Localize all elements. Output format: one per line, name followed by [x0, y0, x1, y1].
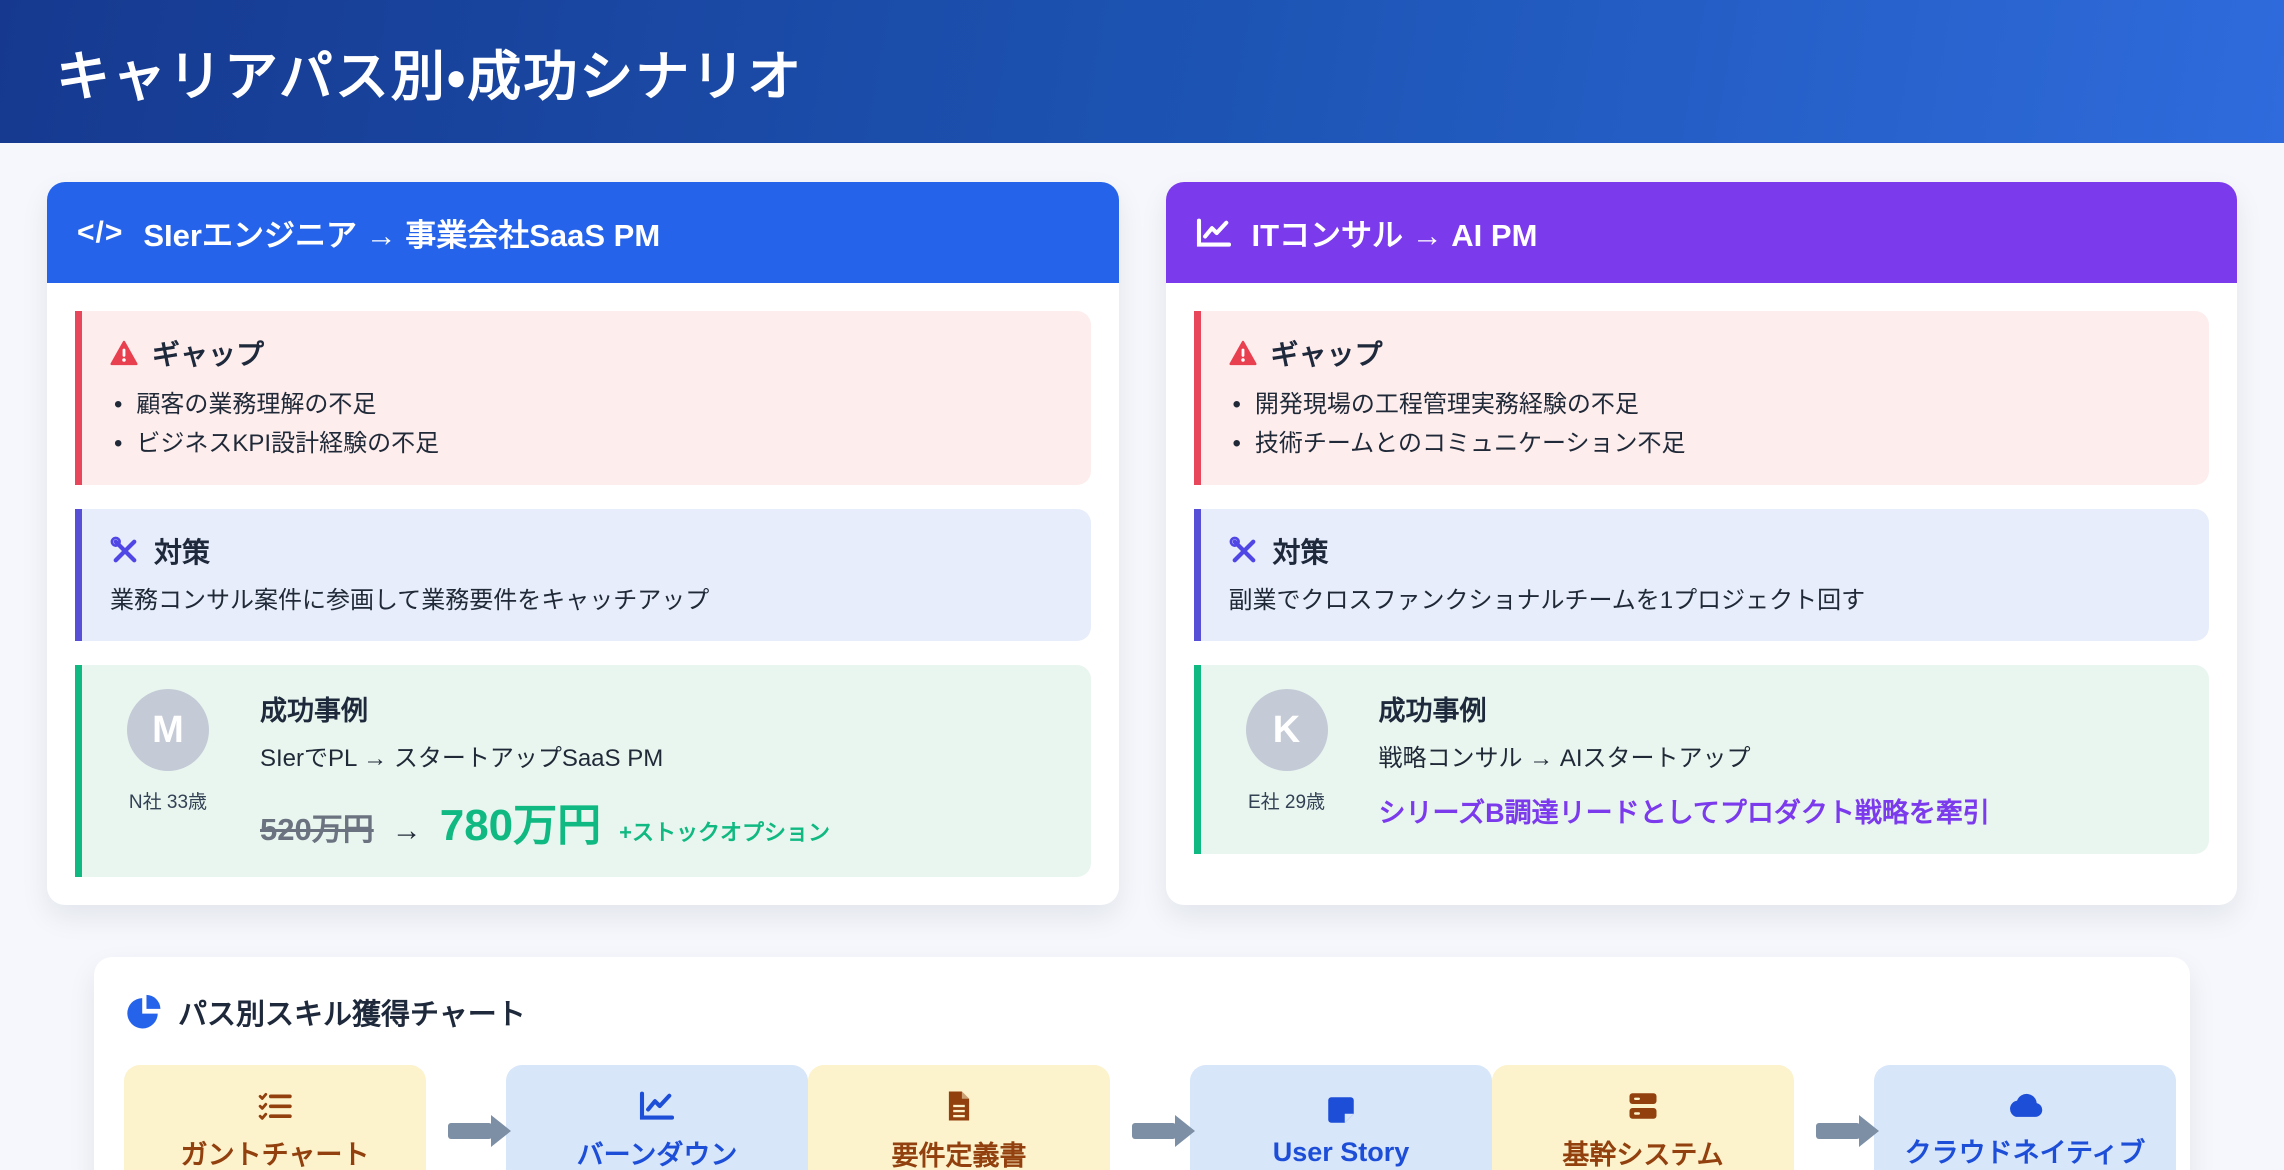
avatar: M [127, 689, 209, 771]
skills-title-row: パス別スキル獲得チャート [124, 991, 2160, 1033]
success-title: 成功事例 [260, 696, 368, 726]
avatar-column: K E社 29歳 [1229, 689, 1345, 830]
skill-label: クラウドネイティブ [1904, 1138, 2146, 1168]
salary-row: 520万円 → 780万円 +ストックオプション [260, 789, 1063, 853]
person-label: E社 29歳 [1247, 792, 1326, 813]
gap-title: ギャップ [1270, 339, 1383, 370]
skill-label: 基幹システム [1562, 1139, 1724, 1170]
salary-after: 780万円 [439, 801, 602, 850]
warning-triangle-icon [110, 340, 138, 366]
skill-pair: ガントチャート バーンダウン [124, 1065, 808, 1170]
measure-title: 対策 [1272, 537, 1329, 568]
success-section: M N社 33歳 成功事例 SIerでPL → スタートアップSaaS PM 5… [75, 665, 1091, 877]
measure-title-row: 対策 [110, 531, 1063, 571]
skill-label: バーンダウン [576, 1139, 738, 1170]
skills-chart-title: パス別スキル獲得チャート [178, 999, 526, 1031]
skill-pair: 基幹システム クラウドネイティブ [1492, 1065, 2176, 1170]
card-title: ITコンサル → AI PM [1251, 218, 1538, 253]
page-header: キャリアパス別・成功シナリオ [0, 0, 2284, 143]
flow-arrow-icon [1816, 1115, 1879, 1147]
gap-title-row: ギャップ [110, 333, 1063, 373]
gap-list: 開発現場の工程管理実務経験の不足 技術チームとのコミュニケーション不足 [1229, 385, 2182, 463]
success-content: 成功事例 SIerでPL → スタートアップSaaS PM 520万円 → 78… [260, 689, 1063, 853]
gap-list: 顧客の業務理解の不足 ビジネスKPI設計経験の不足 [110, 385, 1063, 463]
skill-label: 要件定義書 [891, 1140, 1027, 1170]
career-cards-row: </> SIerエンジニア → 事業会社SaaS PM [47, 182, 2237, 905]
measure-section: 対策 副業でクロスファンクショナルチームを1プロジェクト回す [1193, 509, 2209, 641]
chart-line-icon [639, 1091, 675, 1121]
code-icon: </> [77, 215, 124, 249]
skill-box-requirements-doc: 要件定義書 [808, 1065, 1110, 1170]
chart-line-icon [1196, 218, 1232, 248]
card-header: </> SIerエンジニア → 事業会社SaaS PM [47, 182, 1119, 283]
skills-chart-card: パス別スキル獲得チャート [94, 957, 2190, 1170]
gap-section: ギャップ 開発現場の工程管理実務経験の不足 技術チームとのコミュニケーション不足 [1193, 311, 2209, 485]
measure-text: 業務コンサル案件に参画して業務要件をキャッチアップ [110, 587, 710, 614]
skill-box-user-story: User Story [1190, 1065, 1492, 1170]
skill-box-gantt: ガントチャート [124, 1065, 426, 1170]
measure-title-row: 対策 [1229, 531, 2182, 571]
card-body: ギャップ 開発現場の工程管理実務経験の不足 技術チームとのコミュニケーション不足 [1166, 283, 2238, 882]
measure-text: 副業でクロスファンクショナルチームを1プロジェクト回す [1228, 587, 1866, 614]
gap-title: ギャップ [152, 339, 265, 370]
avatar-column: M N社 33歳 [110, 689, 226, 853]
salary-before: 520万円 [260, 812, 374, 847]
success-title: 成功事例 [1378, 696, 1487, 726]
tools-icon [110, 536, 140, 566]
measure-section: 対策 業務コンサル案件に参画して業務要件をキャッチアップ [75, 509, 1091, 641]
gap-title-row: ギャップ [1228, 333, 2182, 373]
page-title: キャリアパス別・成功シナリオ [56, 47, 804, 107]
person-label: N社 33歳 [128, 792, 208, 813]
pie-chart-icon [124, 993, 162, 1031]
success-content: 成功事例 戦略コンサル → AIスタートアップ シリーズB調達リードとしてプロダ… [1379, 689, 2182, 830]
skill-label: User Story [1272, 1136, 1410, 1167]
skill-box-core-system: 基幹システム [1492, 1065, 1794, 1170]
card-header: ITコンサル → AI PM [1165, 182, 2237, 283]
gap-item: 開発現場の工程管理実務経験の不足 [1229, 385, 2182, 424]
server-icon [1627, 1091, 1659, 1121]
flow-arrow-icon [1132, 1115, 1195, 1147]
tools-icon [1229, 536, 1259, 566]
gap-section: ギャップ 顧客の業務理解の不足 ビジネスKPI設計経験の不足 [75, 311, 1091, 485]
main-content: </> SIerエンジニア → 事業会社SaaS PM [0, 143, 2284, 1170]
sticky-note-icon [1326, 1095, 1356, 1125]
flow-arrow-icon [448, 1115, 511, 1147]
salary-arrow-icon: → [391, 814, 422, 847]
success-path: 戦略コンサル → AIスタートアップ [1378, 745, 1751, 772]
card-title: SIerエンジニア → 事業会社SaaS PM [143, 218, 661, 253]
career-card-consultant: ITコンサル → AI PM ギャップ [1165, 182, 2238, 905]
card-body: ギャップ 顧客の業務理解の不足 ビジネスKPI設計経験の不足 [47, 283, 1119, 905]
gap-item: ビジネスKPI設計経験の不足 [110, 424, 1063, 463]
file-lines-icon [946, 1090, 972, 1122]
gap-item: 顧客の業務理解の不足 [110, 385, 1063, 424]
salary-bonus: +ストックオプション [619, 820, 831, 845]
gap-item: 技術チームとのコミュニケーション不足 [1229, 424, 2182, 463]
success-section: K E社 29歳 成功事例 戦略コンサル → AIスタートアップ シリーズB調達… [1193, 665, 2209, 854]
skill-box-cloud-native: クラウドネイティブ [1874, 1065, 2176, 1170]
warning-triangle-icon [1228, 340, 1257, 366]
skill-label: ガントチャート [180, 1139, 370, 1170]
success-highlight: シリーズB調達リードとしてプロダクト戦略を牽引 [1378, 798, 1990, 828]
skill-box-burndown: バーンダウン [506, 1065, 808, 1170]
career-card-sier: </> SIerエンジニア → 事業会社SaaS PM [47, 182, 1119, 905]
skill-pair: 要件定義書 User Story [808, 1065, 1492, 1170]
cloud-icon [2006, 1092, 2044, 1119]
skills-row: ガントチャート バーンダウン [124, 1065, 2176, 1170]
success-path: SIerでPL → スタートアップSaaS PM [260, 745, 664, 772]
list-check-icon [258, 1091, 292, 1121]
avatar: K [1245, 689, 1328, 771]
measure-title: 対策 [154, 537, 211, 568]
